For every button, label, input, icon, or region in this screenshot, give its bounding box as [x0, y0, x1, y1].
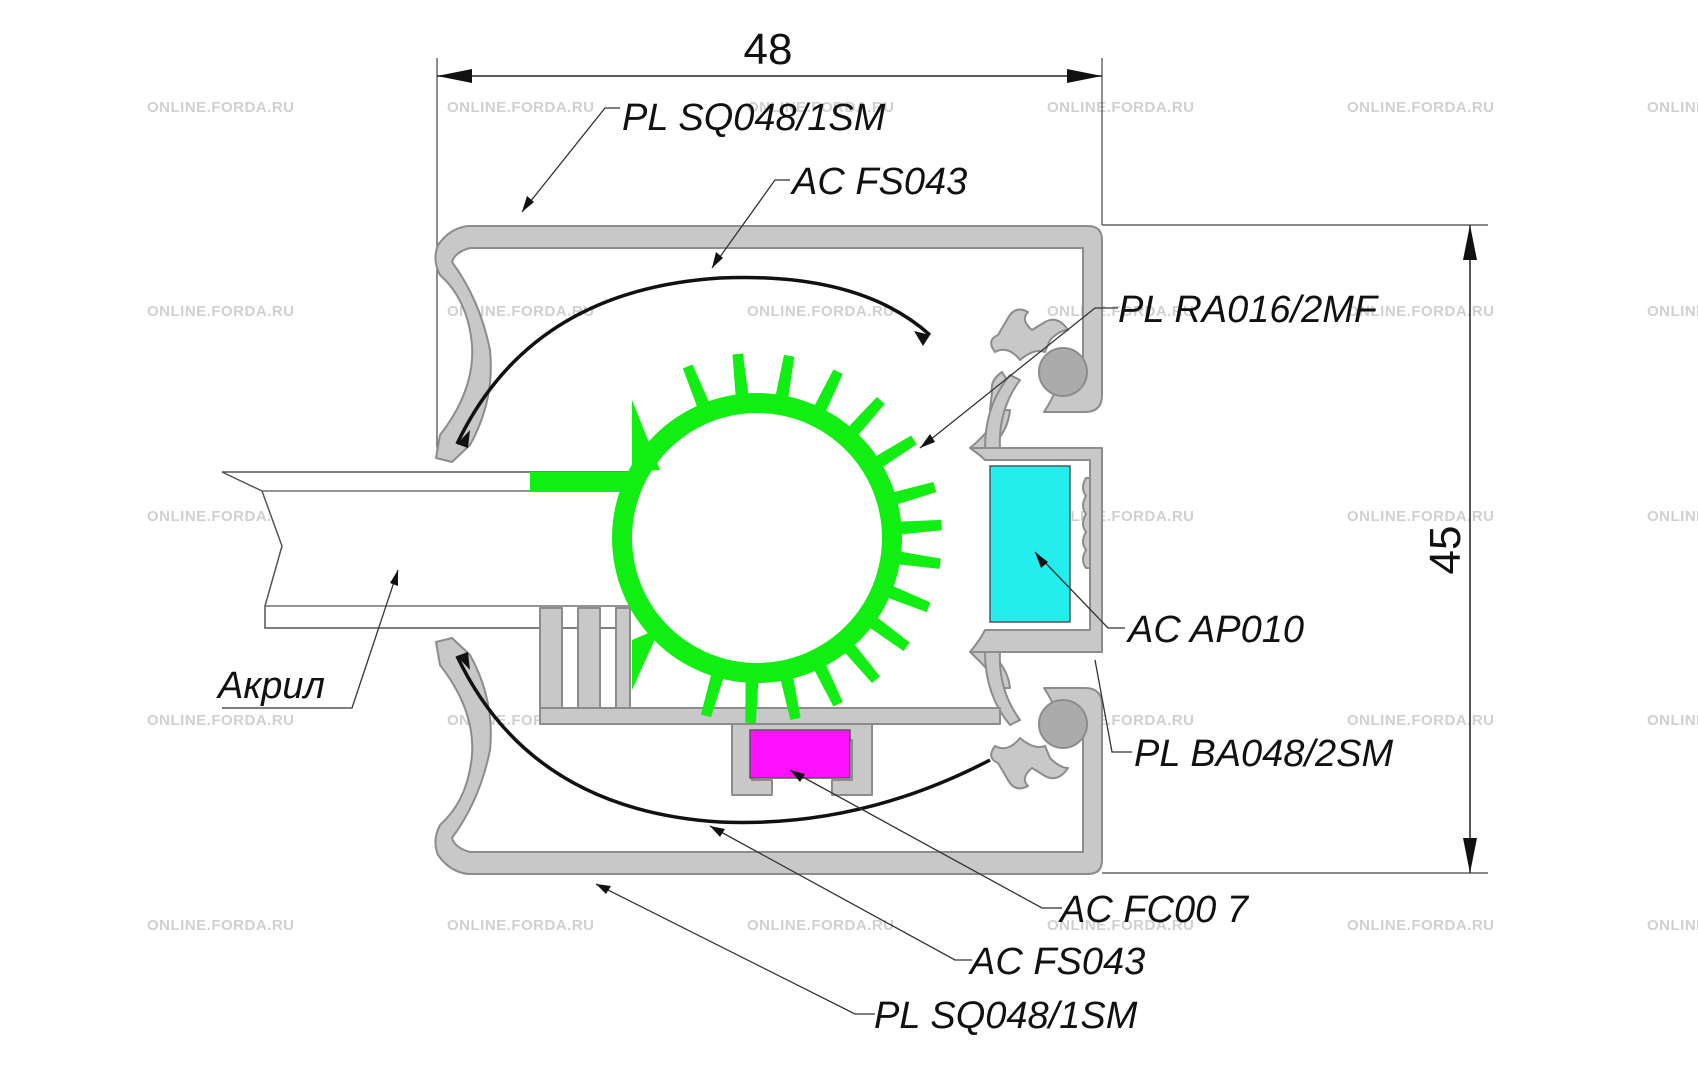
watermark-text: ONLINE.FORDA.RU	[1647, 917, 1698, 934]
magnet	[749, 729, 851, 779]
watermark-text: ONLINE.FORDA.RU	[147, 99, 295, 116]
heatsink	[530, 353, 942, 724]
acrylic-sheet	[221, 471, 631, 629]
clip-bottom	[990, 699, 1088, 790]
watermark-text: ONLINE.FORDA.RU	[1647, 99, 1698, 116]
flex-diffuser-bottom	[455, 652, 991, 825]
watermark-text: ONLINE.FORDA.RU	[1647, 303, 1698, 320]
leader-lines	[222, 107, 1132, 1015]
heatsink-fin	[732, 353, 749, 400]
label-base-profile: PL BA048/2SM	[1134, 733, 1393, 775]
heatsink-fin	[745, 677, 759, 724]
label-top-profile: PL SQ048/1SM	[622, 97, 886, 139]
watermark-text: ONLINE.FORDA.RU	[747, 303, 895, 320]
watermark-text: ONLINE.FORDA.RU	[1347, 712, 1495, 729]
label-magnet: AC FC00 7	[1058, 889, 1250, 931]
height-value: 45	[1421, 526, 1470, 575]
watermark-text: ONLINE.FORDA.RU	[747, 917, 895, 934]
heatsink-fin	[889, 482, 937, 506]
label-clip: PL RA016/2MF	[1118, 289, 1379, 331]
label-led-module: AC AP010	[1126, 609, 1304, 651]
heatsink-fin	[812, 369, 843, 416]
watermark-text: ONLINE.FORDA.RU	[1047, 99, 1195, 116]
watermark-text: ONLINE.FORDA.RU	[447, 917, 595, 934]
watermark-text: ONLINE.FORDA.RU	[447, 303, 595, 320]
watermark-text: ONLINE.FORDA.RU	[147, 508, 295, 525]
watermark-text: ONLINE.FORDA.RU	[1347, 99, 1495, 116]
label-bottom-profile: PL SQ048/1SM	[874, 995, 1138, 1037]
watermark-text: ONLINE.FORDA.RU	[747, 99, 895, 116]
heatsink-fin	[774, 354, 795, 402]
heatsink-fin	[845, 397, 885, 439]
watermark-text: ONLINE.FORDA.RU	[447, 99, 595, 116]
heatsink-fin	[872, 435, 917, 470]
watermark-text: ONLINE.FORDA.RU	[1647, 508, 1698, 525]
heatsink-fin	[866, 615, 910, 651]
outer-profile-top	[434, 225, 1103, 463]
watermark-text: ONLINE.FORDA.RU	[147, 712, 295, 729]
heatsink-fin	[812, 660, 843, 707]
base-profile	[539, 374, 1103, 796]
heatsink-fin	[682, 364, 711, 411]
flex-diffuser-top	[455, 275, 932, 448]
watermark-text: ONLINE.FORDA.RU	[147, 917, 295, 934]
label-top-flex: AC FS043	[790, 161, 967, 203]
watermark-text: ONLINE.FORDA.RU	[1047, 917, 1195, 934]
outer-profile-bottom	[434, 637, 1103, 875]
heatsink-fin	[701, 670, 725, 718]
label-bottom-flex: AC FS043	[968, 941, 1145, 983]
heatsink-fin	[842, 641, 880, 684]
label-acrylic: Акрил	[216, 665, 325, 707]
heatsink-fin	[779, 673, 801, 721]
width-value: 48	[744, 25, 793, 74]
watermark-text: ONLINE.FORDA.RU	[1347, 303, 1495, 320]
watermark-text: ONLINE.FORDA.RU	[1347, 917, 1495, 934]
heatsink-fin	[894, 551, 941, 569]
dimension-height: 45	[1102, 224, 1488, 874]
led-module	[989, 465, 1071, 623]
watermark-text: ONLINE.FORDA.RU	[147, 303, 295, 320]
heatsink-fin	[884, 584, 931, 613]
watermark-text: ONLINE.FORDA.RU	[1347, 508, 1495, 525]
watermark-text: ONLINE.FORDA.RU	[1647, 712, 1698, 729]
heatsink-fin	[896, 519, 942, 535]
